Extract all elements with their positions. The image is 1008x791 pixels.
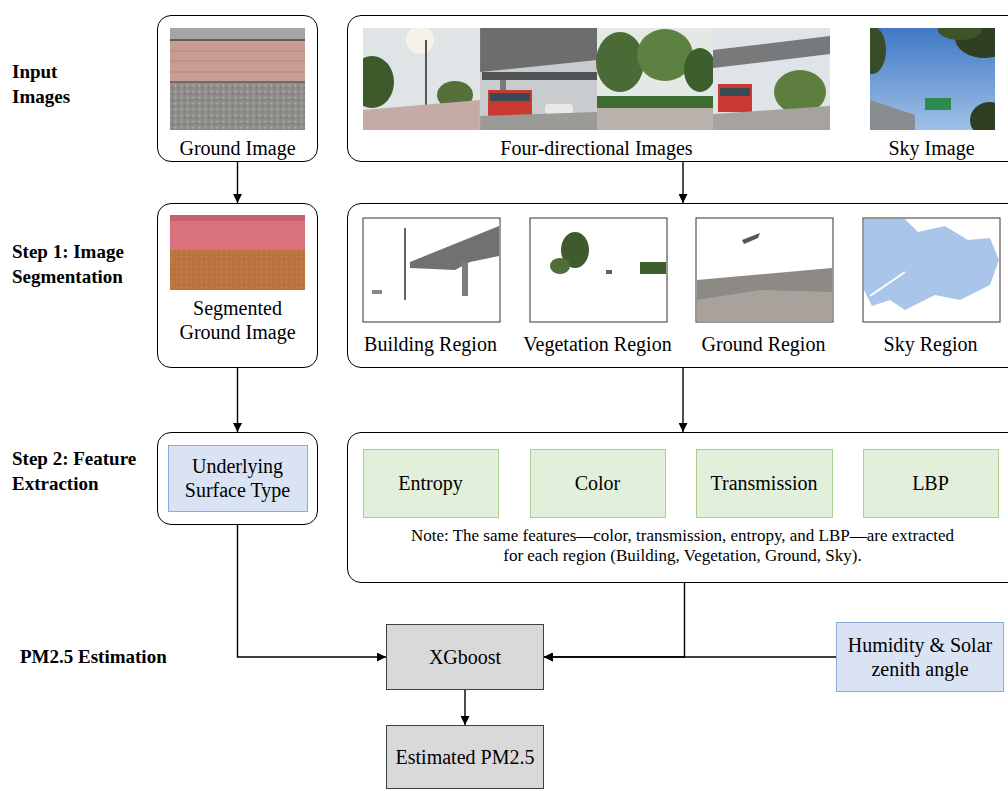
process-box: Transmission [696,449,833,518]
vegetation-region [530,218,667,322]
box-text: Estimated PM2.5 [396,745,535,769]
sky-photo [870,28,995,130]
row-label: Input Images [12,60,102,109]
flow-arrow [682,368,683,432]
process-box: LBP [863,449,999,518]
box-text: XGboost [429,645,501,669]
caption-text: Underlying Surface Type [168,445,308,512]
flow-arrow [682,162,683,203]
box-text: Entropy [398,471,462,495]
process-box: Entropy [363,449,499,518]
stage-panel: Four-directional Images Sky Image [347,15,1008,162]
caption-text: Sky Image [867,136,997,160]
flow-arrow [544,656,836,657]
caption-text: Ground Image [163,136,313,160]
stage-panel: Note: The same features—color, transmiss… [347,432,1008,583]
stage-panel: Ground Image [157,15,318,162]
stage-panel: Building RegionVegetation RegionGround R… [347,203,1008,368]
ground-region [696,218,833,322]
box-text: Color [575,471,621,495]
process-box: Estimated PM2.5 [386,725,544,789]
caption-text: Ground Region [683,332,845,356]
box-text: LBP [912,471,949,495]
building-region [363,218,500,322]
caption-text: Four-directional Images [447,136,747,160]
sky-region [863,218,1000,322]
segmented-ground [170,215,305,290]
caption-text: Segmented Ground Image [163,296,313,344]
process-box: Humidity & Solar zenith angle [836,622,1004,692]
row-label: Step 2: Feature Extraction [12,447,137,496]
flow-arrow [237,162,238,203]
caption-text: Vegetation Region [515,332,681,356]
stage-panel: Segmented Ground Image [157,203,318,368]
box-text: Transmission [710,471,817,495]
caption-text: Building Region [350,332,512,356]
box-text: Humidity & Solar zenith angle [843,633,997,681]
flow-arrow [544,583,685,657]
flow-arrow [237,368,238,432]
process-box: Color [530,449,666,518]
ground-photo [170,28,305,130]
row-label: PM2.5 Estimation [20,645,240,670]
flow-arrow [464,690,465,725]
caption-text: Note: The same features—color, transmiss… [403,526,963,567]
row-label: Step 1: Image Segmentation [12,240,137,289]
four-direction-photos [363,28,830,130]
caption-text: Sky Region [861,332,1001,356]
stage-panel: Underlying Surface Type [157,432,318,525]
process-box: XGboost [386,624,544,690]
flow-arrow [238,525,387,657]
panel-spacer [157,432,318,525]
